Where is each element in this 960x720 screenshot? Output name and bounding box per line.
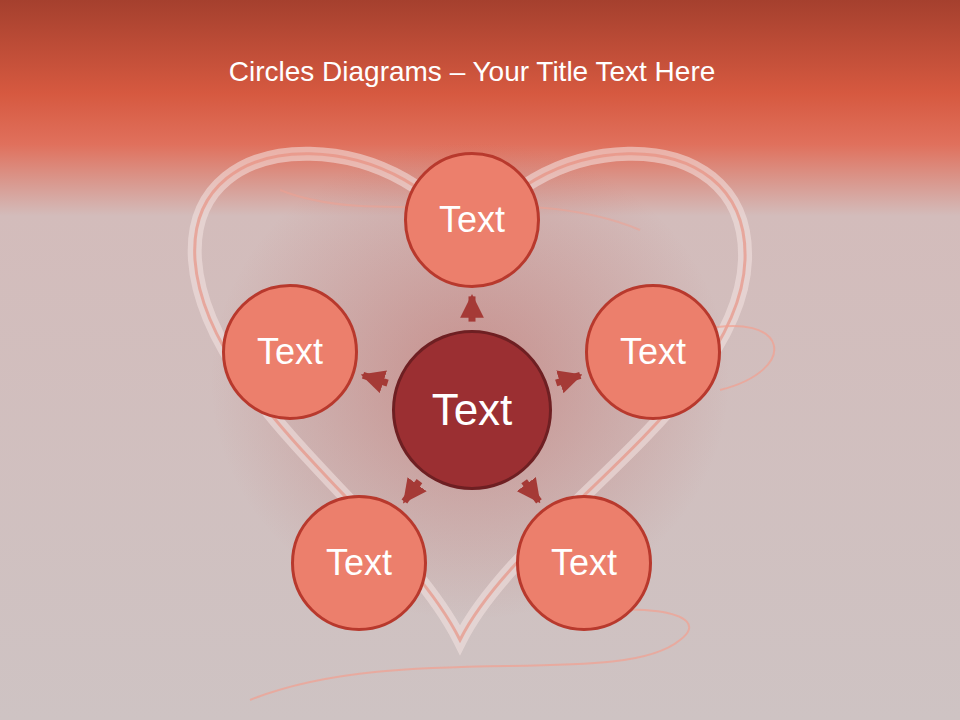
slide-title: Circles Diagrams – Your Title Text Here xyxy=(0,56,944,88)
circle-outline xyxy=(394,332,551,489)
circle-label: Text xyxy=(326,542,392,584)
circle-outline xyxy=(406,154,539,287)
outer-circle: Text xyxy=(516,495,652,631)
arrow-connector xyxy=(524,481,539,501)
heart-line xyxy=(195,154,745,640)
circle-label: Text xyxy=(439,199,505,241)
center-circle: Text xyxy=(392,330,552,490)
circle-outline xyxy=(293,497,426,630)
circle-label: Text xyxy=(620,331,686,373)
outer-circle: Text xyxy=(404,152,540,288)
circle-label: Text xyxy=(257,331,323,373)
outer-circle: Text xyxy=(222,284,358,420)
outer-circle: Text xyxy=(585,284,721,420)
arrow-connector xyxy=(363,375,388,383)
circle-label: Text xyxy=(551,542,617,584)
outer-circle: Text xyxy=(291,495,427,631)
arrow-connector xyxy=(404,481,419,501)
circle-outline xyxy=(224,286,357,419)
swirl-line xyxy=(250,610,689,700)
circle-outline xyxy=(518,497,651,630)
heart-outline xyxy=(195,154,745,640)
circle-label: Text xyxy=(432,385,513,435)
circle-outline xyxy=(587,286,720,419)
arrow-connector xyxy=(556,375,580,383)
arrow-connector xyxy=(469,296,476,321)
